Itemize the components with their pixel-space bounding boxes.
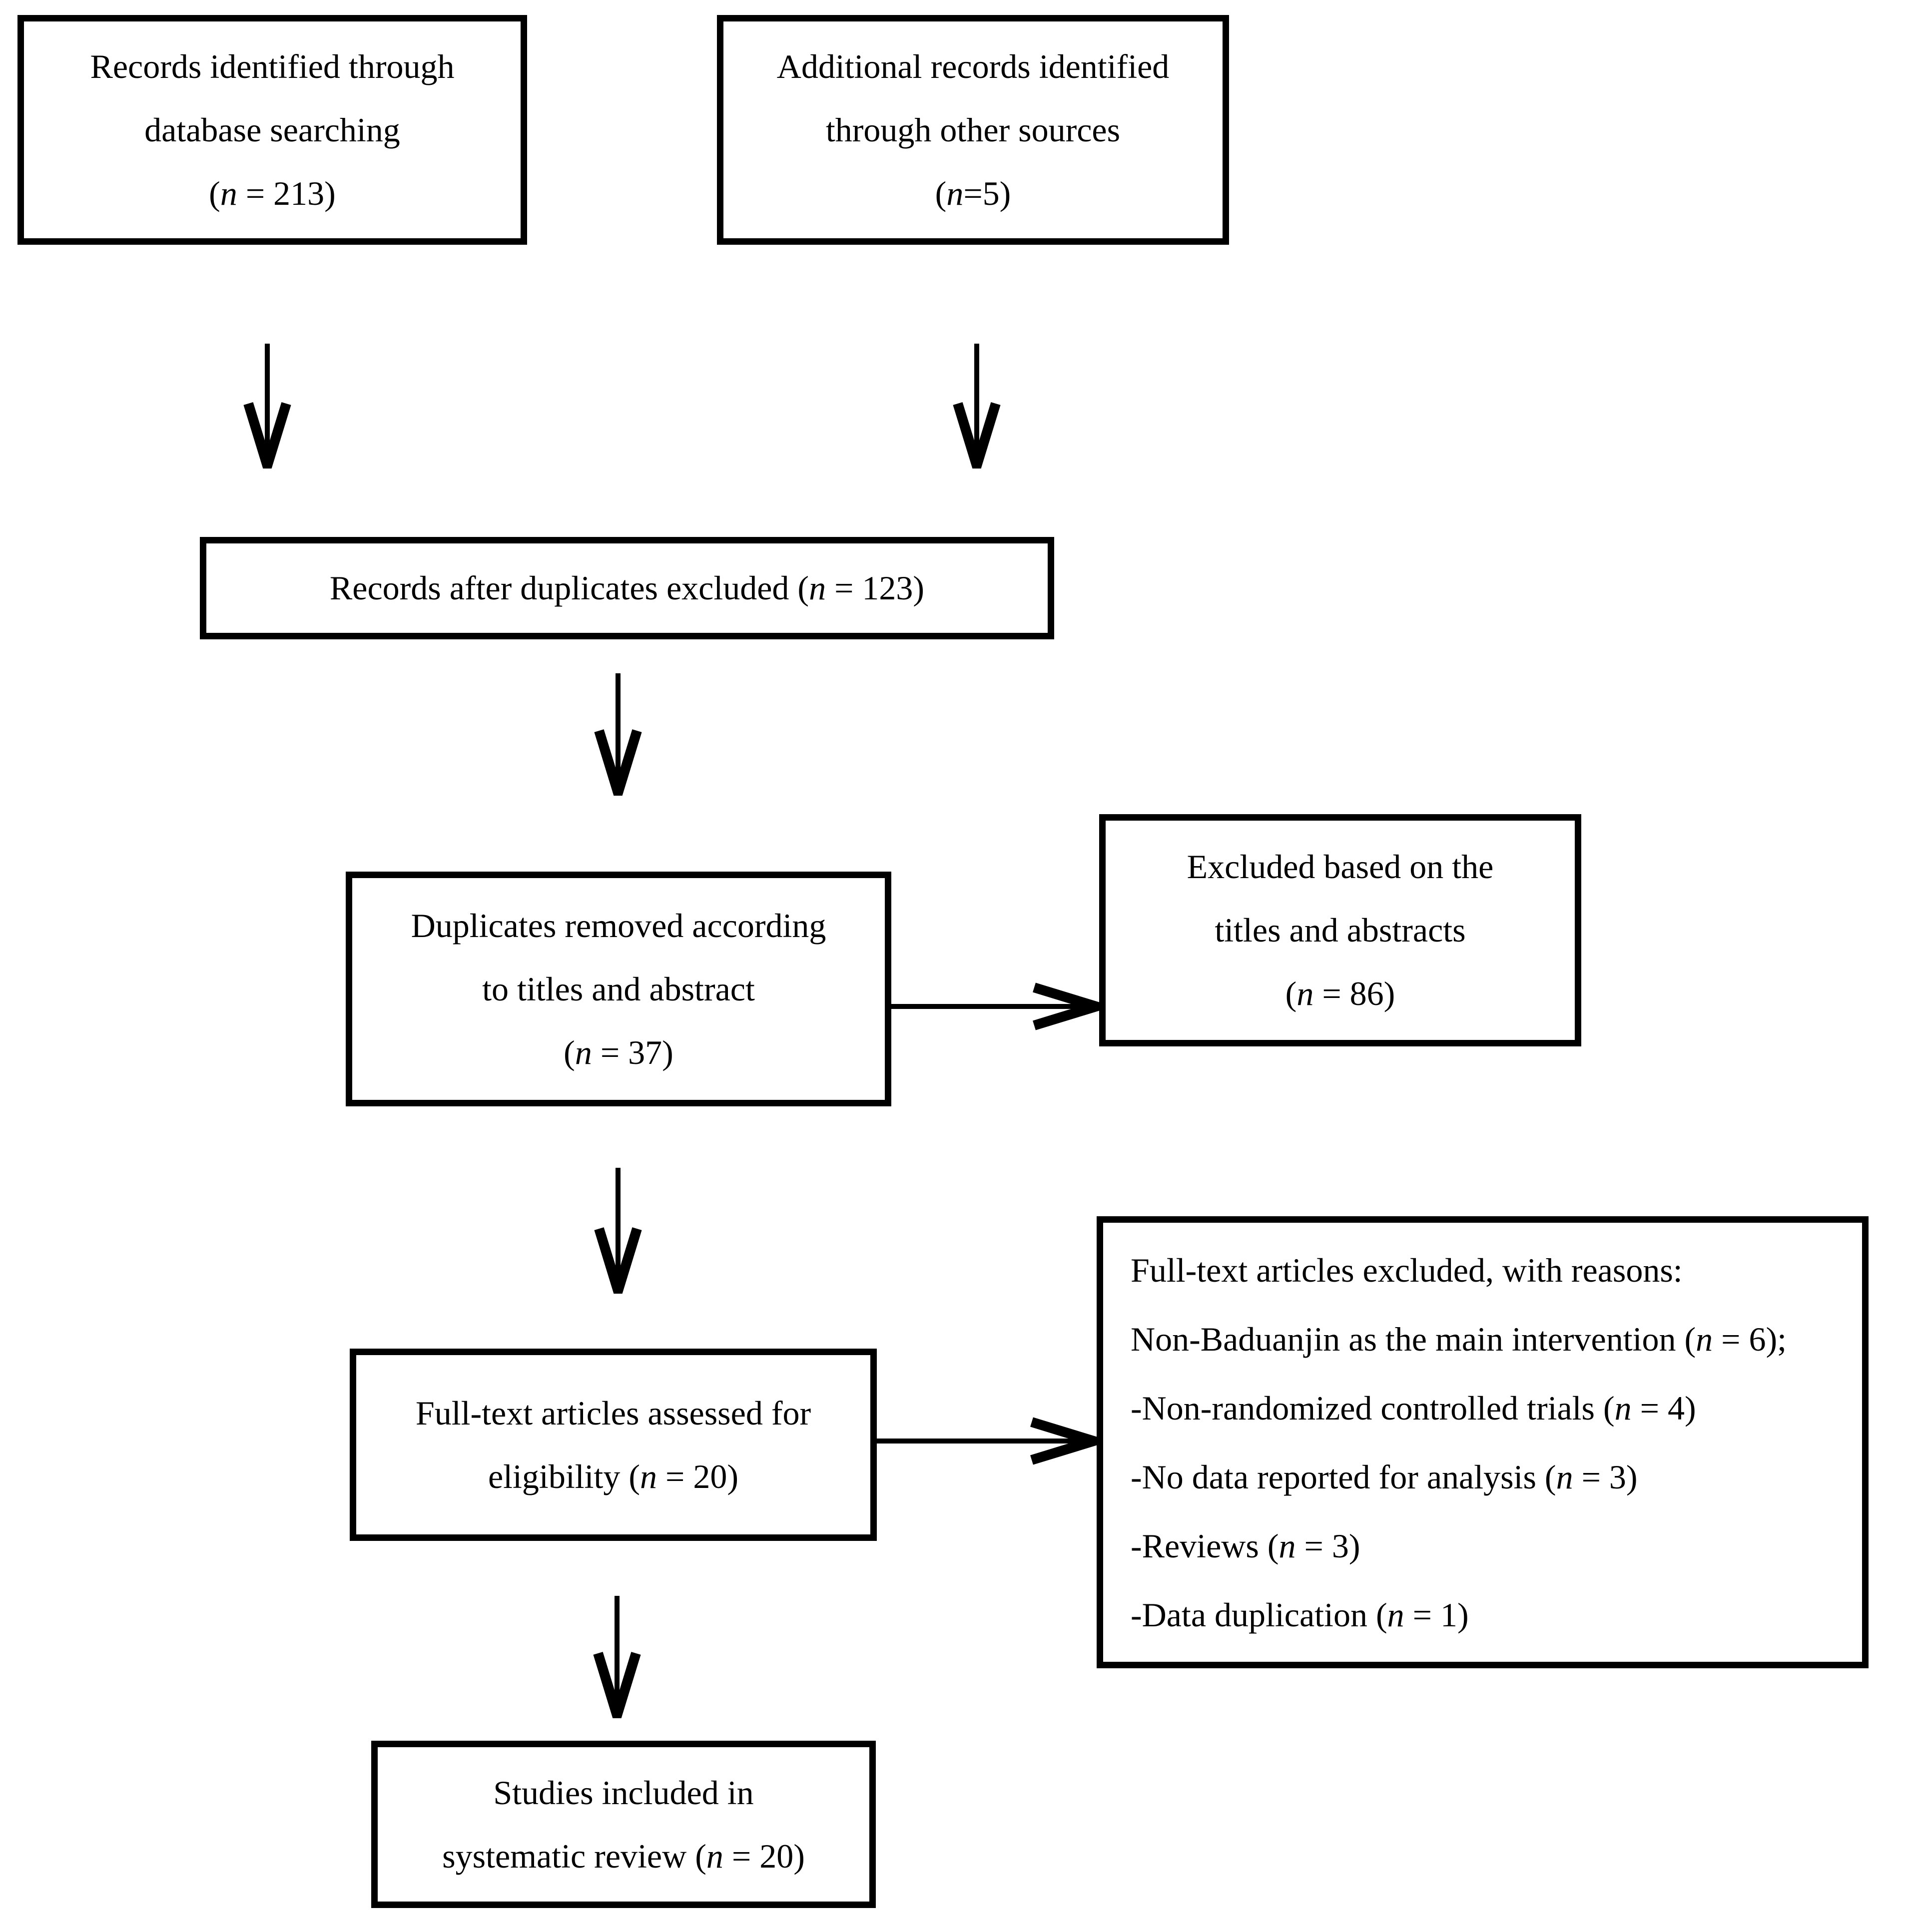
box-text-line: eligibility (n = 20) [488, 1457, 739, 1495]
box-text-line: -Reviews (n = 3) [1131, 1526, 1360, 1565]
arrow-right-icon [877, 1417, 1097, 1465]
box-text-line: (n=5) [935, 174, 1011, 212]
box-text-line: systematic review (n = 20) [442, 1837, 805, 1875]
arrow-down-icon [243, 344, 291, 469]
box-text-line: Records identified through [90, 47, 455, 85]
box-text-line: titles and abstracts [1215, 911, 1466, 949]
box-fulltext-excluded-reasons: Full-text articles excluded, with reason… [1097, 1216, 1869, 1668]
box-additional-records: Additional records identified through ot… [717, 15, 1229, 245]
box-text-line: (n = 37) [564, 1033, 673, 1071]
box-text-line: Duplicates removed according [411, 906, 826, 945]
box-excluded-titles-abstracts: Excluded based on the titles and abstrac… [1099, 814, 1581, 1046]
box-records-after-duplicates: Records after duplicates excluded (n = 1… [200, 537, 1054, 639]
box-text-line: (n = 86) [1285, 974, 1395, 1012]
box-text-line: Non-Baduanjin as the main intervention (… [1131, 1320, 1787, 1358]
box-text-line: Studies included in [493, 1773, 754, 1812]
box-records-identified: Records identified through database sear… [17, 15, 527, 245]
box-text-line: -Data duplication (n = 1) [1131, 1595, 1469, 1634]
box-text-line: Excluded based on the [1187, 848, 1494, 886]
box-text-line: Full-text articles assessed for [415, 1394, 811, 1432]
box-text-line: through other sources [825, 110, 1121, 149]
arrow-down-icon [594, 1168, 642, 1294]
box-text-line: Additional records identified [776, 47, 1170, 85]
box-text-line: (n = 213) [209, 174, 336, 212]
box-fulltext-assessed: Full-text articles assessed for eligibil… [350, 1349, 877, 1541]
arrow-down-icon [953, 344, 1001, 469]
arrow-down-icon [593, 1596, 641, 1718]
box-text-line: -Non-randomized controlled trials (n = 4… [1131, 1389, 1696, 1427]
box-text-line: -No data reported for analysis (n = 3) [1131, 1457, 1638, 1496]
arrow-right-icon [891, 982, 1099, 1030]
box-duplicates-removed: Duplicates removed according to titles a… [346, 872, 891, 1106]
arrow-down-icon [594, 673, 642, 796]
box-text-line: to titles and abstract [482, 969, 755, 1008]
box-text-line: Full-text articles excluded, with reason… [1131, 1251, 1683, 1289]
box-text-line: database searching [144, 110, 400, 149]
box-text-line: Records after duplicates excluded (n = 1… [329, 569, 925, 607]
box-studies-included: Studies included in systematic review (n… [371, 1741, 876, 1908]
